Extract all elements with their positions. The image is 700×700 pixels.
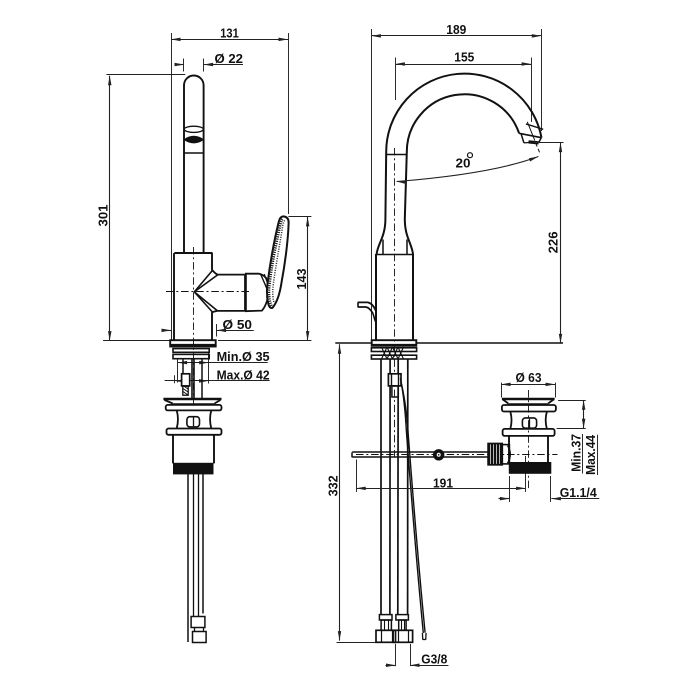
- svg-text:189: 189: [446, 22, 466, 37]
- svg-text:Min.37: Min.37: [568, 434, 583, 472]
- svg-text:Ø 22: Ø 22: [215, 51, 244, 66]
- svg-text:301: 301: [96, 205, 111, 227]
- svg-text:Min.Ø 35: Min.Ø 35: [217, 349, 270, 364]
- svg-text:131: 131: [220, 25, 239, 40]
- svg-text:155: 155: [454, 50, 474, 65]
- svg-text:20: 20: [456, 156, 471, 171]
- svg-text:191: 191: [433, 475, 453, 490]
- svg-text:143: 143: [294, 269, 309, 290]
- svg-text:G3/8: G3/8: [421, 651, 447, 666]
- svg-text:332: 332: [325, 475, 340, 496]
- svg-text:Ø 50: Ø 50: [223, 317, 253, 332]
- svg-text:Max.Ø 42: Max.Ø 42: [217, 368, 270, 383]
- svg-text:Max.44: Max.44: [583, 434, 598, 475]
- svg-text:226: 226: [546, 231, 561, 253]
- svg-text:G1.1/4: G1.1/4: [560, 485, 598, 500]
- svg-text:Ø 63: Ø 63: [516, 370, 542, 385]
